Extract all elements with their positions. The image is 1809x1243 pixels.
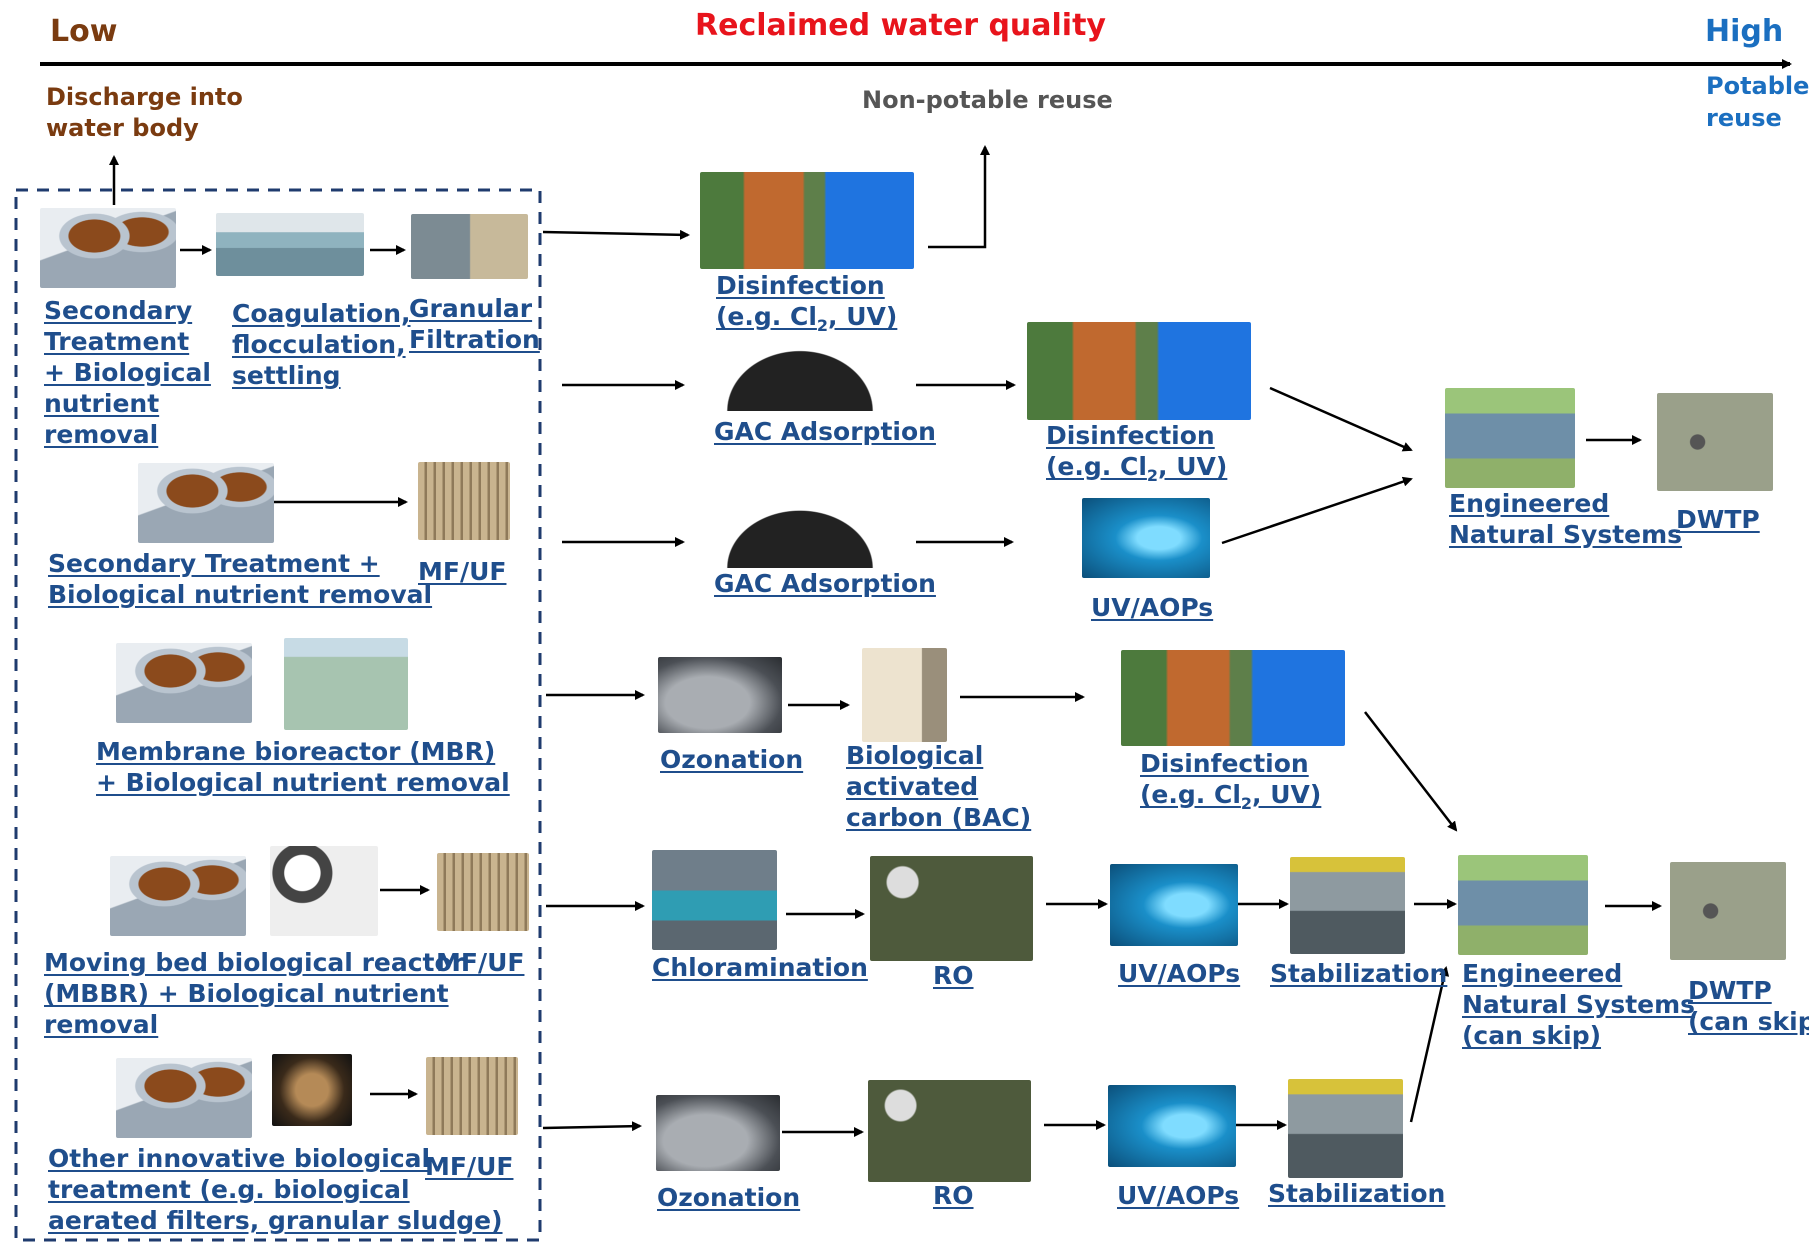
mbbr-plant-image (110, 856, 246, 936)
dwtp-image-1 (1657, 393, 1773, 491)
disinfection-image-1 (700, 172, 914, 269)
stabilization-image-2 (1288, 1079, 1403, 1178)
dwtp-image-2 (1670, 862, 1786, 960)
label-ens-2: Engineered Natural Systems (can skip) (1462, 959, 1696, 1050)
label-ozonation-1: Ozonation (660, 745, 804, 774)
secondary-treatment-image-2 (138, 463, 274, 543)
gac-image-1 (715, 341, 885, 411)
uv-aop-image-3 (1108, 1085, 1236, 1167)
label-stabilization-2: Stabilization (1268, 1179, 1446, 1208)
treatment-box (14, 188, 542, 1242)
label-mbr: Membrane bioreactor (MBR) + Biological n… (96, 737, 510, 797)
non-potable-label: Non-potable reuse (862, 86, 1113, 114)
diagram-title: Reclaimed water quality (695, 8, 1106, 43)
label-uv-aop-3: UV/AOPs (1117, 1181, 1240, 1210)
uv-aop-image-2 (1110, 864, 1238, 946)
disinfection-image-3 (1121, 650, 1345, 746)
label-mfuf-2: MF/UF (436, 948, 525, 977)
label-ro-2: RO (933, 1181, 974, 1210)
label-ro-1: RO (933, 961, 974, 990)
ozonation-image-2 (656, 1095, 780, 1171)
label-mfuf-3: MF/UF (425, 1152, 514, 1181)
bac-image (862, 648, 947, 742)
label-uv-aop-1: UV/AOPs (1091, 593, 1214, 622)
uv-aop-image-1 (1082, 498, 1210, 578)
high-label: High (1705, 14, 1784, 49)
label-coagulation: Coagulation, flocculation, settling (232, 299, 411, 390)
mfuf-image-1 (418, 462, 510, 540)
label-dwtp-1: DWTP (1676, 505, 1760, 534)
stabilization-image-1 (1290, 857, 1405, 954)
label-granular-filtration: Granular Filtration (409, 294, 540, 354)
ens-image-2 (1458, 855, 1588, 955)
label-ozonation-2: Ozonation (657, 1183, 801, 1212)
granular-sludge-image (272, 1054, 352, 1126)
coagulation-image (216, 213, 364, 276)
ro-image-2 (868, 1080, 1031, 1182)
low-label: Low (50, 14, 118, 49)
label-dwtp-2: DWTP (can skip) (1688, 976, 1809, 1036)
mbr-plant-image (116, 643, 252, 723)
label-mbbr: Moving bed biological reactor (MBBR) + B… (44, 948, 465, 1039)
innovative-plant-image (116, 1058, 252, 1138)
mbbr-media-image (270, 846, 378, 936)
label-chloramination: Chloramination (652, 953, 868, 982)
label-disinfection-2: Disinfection (e.g. Cl2, UV) (1046, 421, 1228, 485)
label-disinfection-1: Disinfection (e.g. Cl2, UV) (716, 271, 898, 335)
label-stabilization-1: Stabilization (1270, 959, 1448, 988)
ozonation-image-1 (658, 657, 782, 733)
label-disinfection-3: Disinfection (e.g. Cl2, UV) (1140, 749, 1322, 813)
secondary-treatment-image-1 (40, 208, 176, 288)
mfuf-image-3 (426, 1057, 518, 1135)
label-innovative: Other innovative biological treatment (e… (48, 1144, 503, 1235)
label-secondary-treatment-bnr: Secondary Treatment + Biological nutrien… (44, 296, 211, 449)
label-uv-aop-2: UV/AOPs (1118, 959, 1241, 988)
disinfection-image-2 (1027, 322, 1251, 420)
label-mfuf-1: MF/UF (418, 557, 507, 586)
ro-image-1 (870, 856, 1033, 961)
discharge-label: Discharge into water body (46, 83, 243, 142)
label-secondary-treatment-2: Secondary Treatment + Biological nutrien… (48, 549, 433, 609)
ens-image-1 (1445, 388, 1575, 488)
label-ens-1: Engineered Natural Systems (1449, 489, 1683, 549)
label-gac-2: GAC Adsorption (714, 569, 936, 598)
mfuf-image-2 (437, 853, 529, 931)
potable-label: Potable reuse (1706, 72, 1809, 132)
label-bac: Biological activated carbon (BAC) (846, 741, 1032, 832)
gac-image-2 (715, 501, 885, 568)
chloramination-image (652, 850, 777, 950)
mbr-image (284, 638, 408, 730)
label-gac-1: GAC Adsorption (714, 417, 936, 446)
granular-filtration-image (411, 214, 528, 279)
